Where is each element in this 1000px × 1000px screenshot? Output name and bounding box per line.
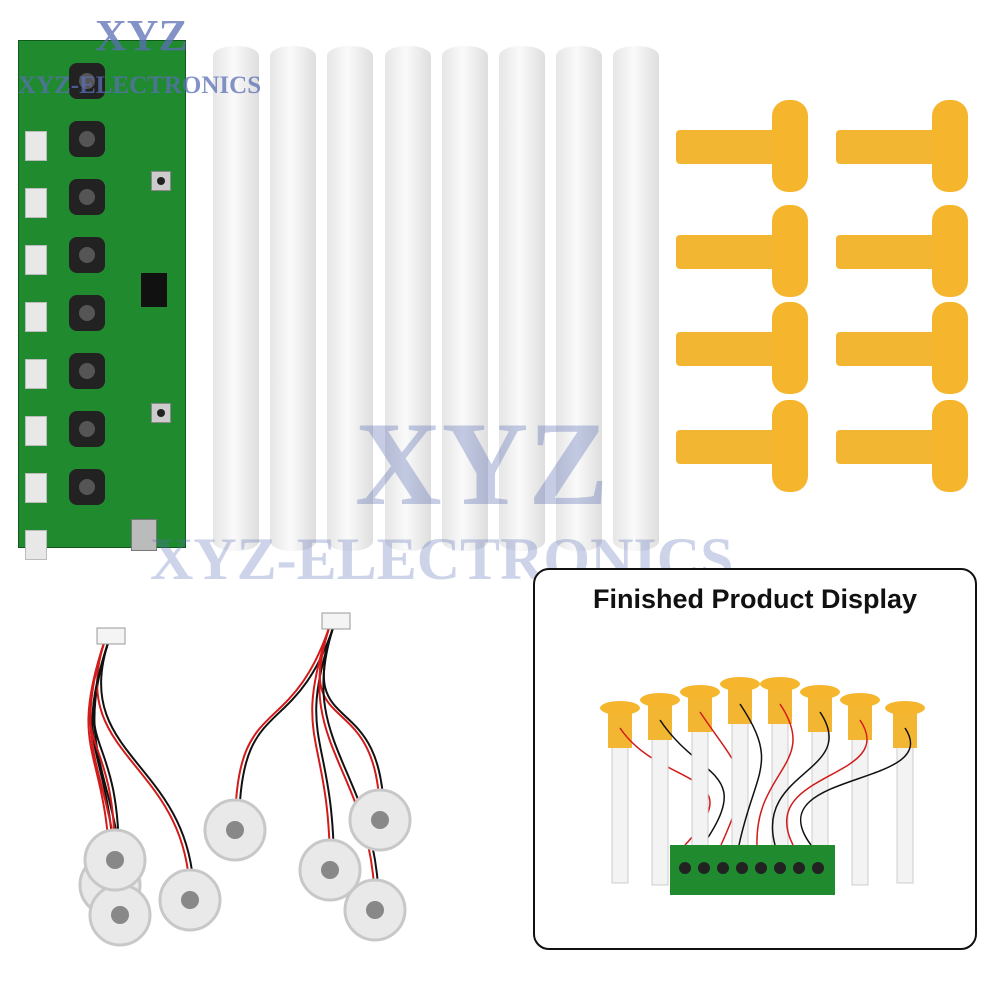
wire xyxy=(322,624,380,911)
inductor-coil xyxy=(69,353,105,389)
mini-coil xyxy=(679,862,691,874)
mini-cap-flange xyxy=(885,701,925,715)
mini-wire xyxy=(771,711,830,846)
inductor-coil xyxy=(69,295,105,331)
mini-rod xyxy=(851,729,869,886)
inductor-coil xyxy=(69,469,105,505)
wire-connector xyxy=(25,359,47,389)
mini-wire xyxy=(756,703,794,846)
assembled-product xyxy=(600,677,925,895)
mini-rod xyxy=(611,737,629,884)
mini-coil xyxy=(736,862,748,874)
cotton-wick-rod xyxy=(556,46,603,551)
mini-rod xyxy=(651,729,669,886)
push-button xyxy=(151,171,171,191)
jst-connector xyxy=(321,612,351,630)
inductor-coil xyxy=(69,121,105,157)
mini-cap-flange xyxy=(800,685,840,699)
yellow-wick-holder xyxy=(836,100,972,192)
transducer-center xyxy=(106,851,124,869)
wire xyxy=(234,624,331,831)
mini-coil xyxy=(812,862,824,874)
inductor-coil xyxy=(69,411,105,447)
mini-wire xyxy=(659,719,725,846)
transducer-center xyxy=(181,891,199,909)
cotton-wick-rod xyxy=(327,46,374,551)
cotton-wick-rod xyxy=(499,46,545,551)
cotton-wick-rod xyxy=(441,46,488,551)
watermark-logo-center: XYZ xyxy=(355,397,609,530)
panel-title: Finished Product Display xyxy=(592,584,918,614)
driver-pcb xyxy=(18,40,186,560)
mini-coil xyxy=(717,862,729,874)
transducer-center xyxy=(371,811,389,829)
cotton-wick-rod xyxy=(613,46,660,551)
inductor-coil xyxy=(69,179,105,215)
mini-cap-flange xyxy=(760,677,800,691)
cotton-wick-rod xyxy=(270,46,317,551)
mini-coil xyxy=(755,862,767,874)
ic-chip xyxy=(141,273,167,307)
mini-cap-flange xyxy=(600,701,640,715)
wire xyxy=(318,624,376,911)
yellow-wick-holder xyxy=(836,205,972,297)
finished-product-panel: Finished Product Display xyxy=(533,568,977,950)
yellow-wick-holder xyxy=(676,302,812,394)
inductor-coil xyxy=(69,237,105,273)
mini-cap-flange xyxy=(640,693,680,707)
wire xyxy=(311,624,331,871)
watermark-text: XYZ-ELECTRONICS xyxy=(18,72,262,99)
wire-connector xyxy=(25,416,47,446)
wire xyxy=(100,639,195,901)
mini-cap-flange xyxy=(840,693,880,707)
watermark-logo: XYZ xyxy=(95,11,188,60)
transducer-center xyxy=(111,906,129,924)
wire xyxy=(92,639,120,861)
wire-connector xyxy=(25,302,47,332)
mini-coil xyxy=(774,862,786,874)
wire xyxy=(88,639,116,861)
yellow-wick-holder xyxy=(676,100,812,192)
usb-c-port xyxy=(131,519,157,551)
mini-cap-flange xyxy=(680,685,720,699)
yellow-wick-holder xyxy=(676,400,812,492)
transducer-center xyxy=(226,821,244,839)
wire-connector xyxy=(25,131,47,161)
cotton-wick-rod xyxy=(213,46,259,551)
mini-coil xyxy=(793,862,805,874)
mini-cap-flange xyxy=(720,677,760,691)
transducer-center xyxy=(366,901,384,919)
yellow-wick-holder xyxy=(836,302,972,394)
mini-rod xyxy=(896,737,914,884)
mini-coil xyxy=(698,862,710,874)
wire-connector xyxy=(25,530,47,560)
yellow-wick-holder xyxy=(676,205,812,297)
wire xyxy=(315,624,335,871)
wire-connector xyxy=(25,473,47,503)
mini-wire xyxy=(800,727,912,846)
wire-connector xyxy=(25,188,47,218)
mini-wire xyxy=(738,703,763,846)
push-button xyxy=(151,403,171,423)
jst-connector xyxy=(96,627,126,645)
yellow-wick-holder xyxy=(836,400,972,492)
cotton-wick-rod xyxy=(384,46,431,551)
wire xyxy=(238,624,335,831)
inductor-coil xyxy=(69,63,105,99)
mini-wire xyxy=(785,719,868,846)
wire-connector xyxy=(25,245,47,275)
transducer-center xyxy=(321,861,339,879)
mini-pcb xyxy=(670,845,835,895)
